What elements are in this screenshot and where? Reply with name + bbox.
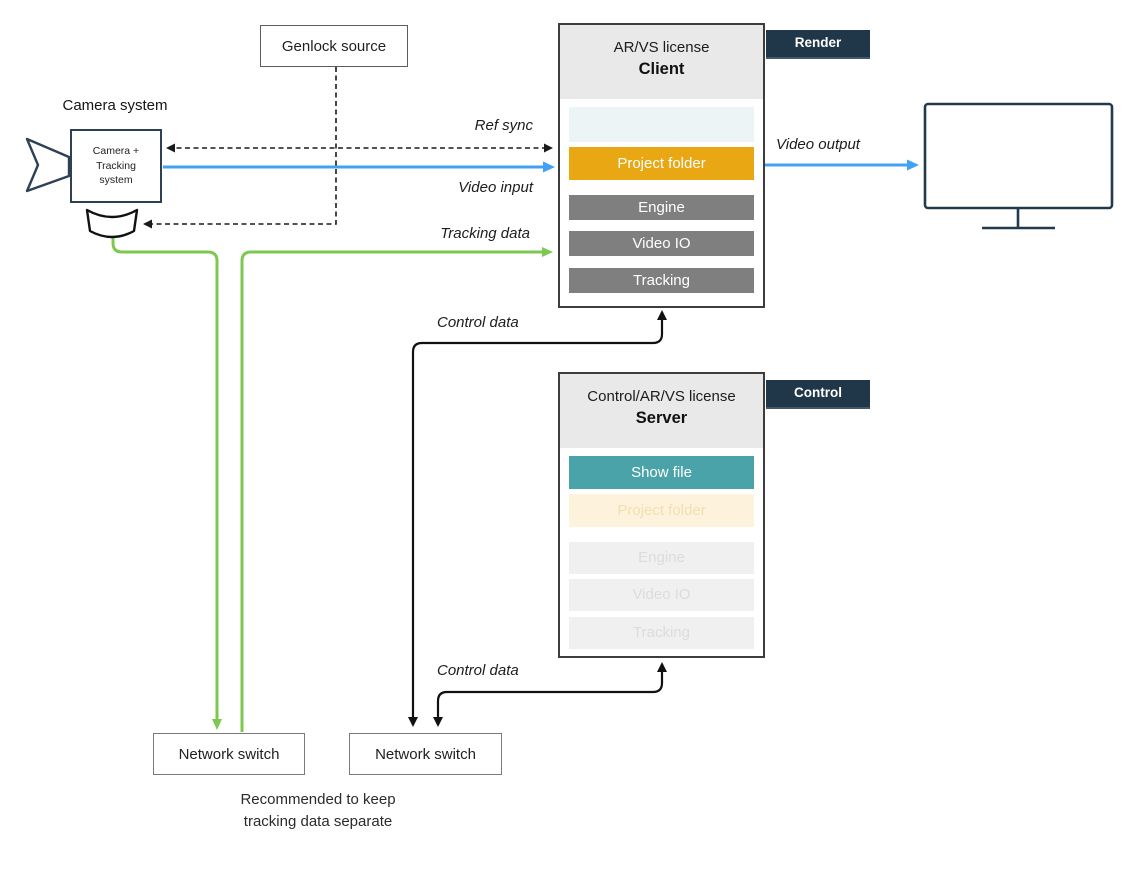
- server-tracking-slot: Tracking: [569, 617, 754, 649]
- server-engine-slot: Engine: [569, 542, 754, 574]
- client-license-label: AR/VS license: [613, 39, 710, 56]
- server-show-file-row: Show file: [569, 456, 754, 489]
- server-video-io-slot: Video IO: [569, 579, 754, 611]
- network-switch-label: Network switch: [178, 745, 280, 763]
- switch-to-client-tracking-arrow: [240, 247, 553, 732]
- network-switch-tracking: Network switch: [153, 733, 305, 775]
- network-switch-label: Network switch: [375, 745, 476, 763]
- video-input-label: Video input: [458, 179, 533, 196]
- client-engine-row: Engine: [569, 195, 754, 220]
- control-tag: Control: [766, 380, 870, 409]
- control-data-client-label: Control data: [437, 314, 519, 331]
- client-showfile-slot: [569, 107, 754, 142]
- client-role-label: Client: [638, 60, 685, 78]
- client-video-io-row: Video IO: [569, 231, 754, 256]
- video-output-label: Video output: [776, 136, 860, 153]
- monitor-icon: [923, 102, 1114, 230]
- camera-lens-icon: [25, 137, 71, 193]
- server-role-label: Server: [635, 409, 688, 427]
- tracking-data-label: Tracking data: [440, 225, 530, 242]
- tracking-separation-note: Recommended to keep tracking data separa…: [240, 791, 396, 830]
- tracking-sensor-to-switch-arrow: [111, 238, 222, 730]
- ref-sync-label: Ref sync: [474, 117, 533, 134]
- server-license-label: Control/AR/VS license: [587, 388, 736, 405]
- genlock-source-box: Genlock source: [260, 25, 408, 67]
- client-tracking-row: Tracking: [569, 268, 754, 293]
- network-switch-control: Network switch: [349, 733, 502, 775]
- control-data-server-label: Control data: [437, 662, 519, 679]
- genlock-to-sensor-dashed-line: [143, 67, 337, 229]
- render-tag: Render: [766, 30, 870, 59]
- client-project-folder-row: Project folder: [569, 147, 754, 180]
- client-header: AR/VS license Client: [560, 25, 763, 99]
- client-box: AR/VS license Client Project folder Engi…: [558, 23, 765, 308]
- tracking-sensor-icon: [85, 208, 139, 239]
- camera-tracking-box: Camera + Tracking system: [70, 129, 162, 203]
- server-header: Control/AR/VS license Server: [560, 374, 763, 448]
- genlock-source-label: Genlock source: [281, 37, 387, 55]
- control-data-client-arrow: [408, 310, 667, 727]
- server-project-folder-slot: Project folder: [569, 494, 754, 527]
- camera-system-title: Camera system: [62, 97, 168, 114]
- control-data-server-arrow: [433, 662, 667, 727]
- server-box: Control/AR/VS license Server Show file P…: [558, 372, 765, 658]
